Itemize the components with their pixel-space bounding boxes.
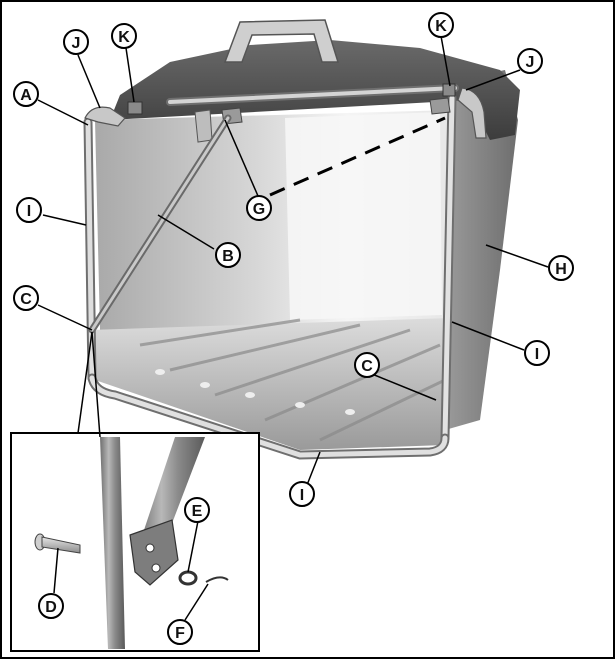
svg-text:J: J (526, 54, 535, 71)
callout-leaders (37, 35, 549, 621)
svg-text:I: I (300, 487, 304, 504)
svg-text:C: C (361, 358, 373, 375)
inset-leader-right (91, 331, 101, 438)
clip-right (442, 83, 456, 97)
callout-J-right: J (517, 48, 543, 74)
clevis-pin (34, 533, 81, 554)
inset-bracket-plate (129, 519, 179, 586)
clip-left (127, 101, 143, 115)
floor-holes (155, 369, 355, 415)
callout-H: H (548, 255, 574, 281)
svg-text:F: F (175, 625, 185, 642)
bag-back-panel (285, 112, 442, 320)
inset-leader-left (77, 331, 93, 434)
strut-rod-highlight (90, 116, 230, 332)
callout-J-left: J (63, 29, 89, 55)
washer (178, 570, 198, 586)
latch-post (194, 109, 213, 143)
svg-text:I: I (27, 203, 31, 220)
callout-E: E (184, 497, 210, 523)
svg-text:A: A (20, 87, 32, 104)
callout-K-right: K (428, 12, 454, 38)
svg-text:C: C (20, 291, 32, 308)
callout-I-right: I (524, 340, 550, 366)
callout-G: G (246, 195, 272, 221)
callout-I-left: I (16, 197, 42, 223)
bag-floor (90, 318, 450, 450)
svg-text:H: H (555, 261, 567, 278)
svg-text:K: K (435, 18, 447, 35)
callout-C-right: C (354, 352, 380, 378)
bracket-hole-upper (145, 543, 155, 553)
bag-lid (110, 40, 520, 140)
svg-text:J: J (72, 35, 81, 52)
callout-I-bottom: I (289, 481, 315, 507)
bag-side-shell (445, 70, 518, 430)
callout-A: A (13, 81, 39, 107)
lid-handle (223, 19, 340, 63)
svg-text:G: G (253, 201, 265, 218)
svg-text:I: I (535, 346, 539, 363)
hidden-rod-dashed (269, 116, 446, 197)
callout-D: D (38, 593, 64, 619)
callout-K-left: K (111, 23, 137, 49)
svg-text:E: E (192, 503, 203, 520)
inset-frame-tube (100, 437, 125, 649)
cotter-pin (205, 576, 229, 583)
svg-text:B: B (222, 248, 234, 265)
svg-text:K: K (118, 29, 130, 46)
callout-C-left: C (13, 285, 39, 311)
floor-ribs (139, 318, 446, 442)
callout-F: F (167, 619, 193, 645)
pivot-bracket-right (429, 97, 451, 115)
bracket-hole-lower (151, 563, 161, 573)
hinge-bracket-left (84, 106, 126, 127)
svg-text:D: D (45, 599, 57, 616)
callout-B: B (215, 242, 241, 268)
